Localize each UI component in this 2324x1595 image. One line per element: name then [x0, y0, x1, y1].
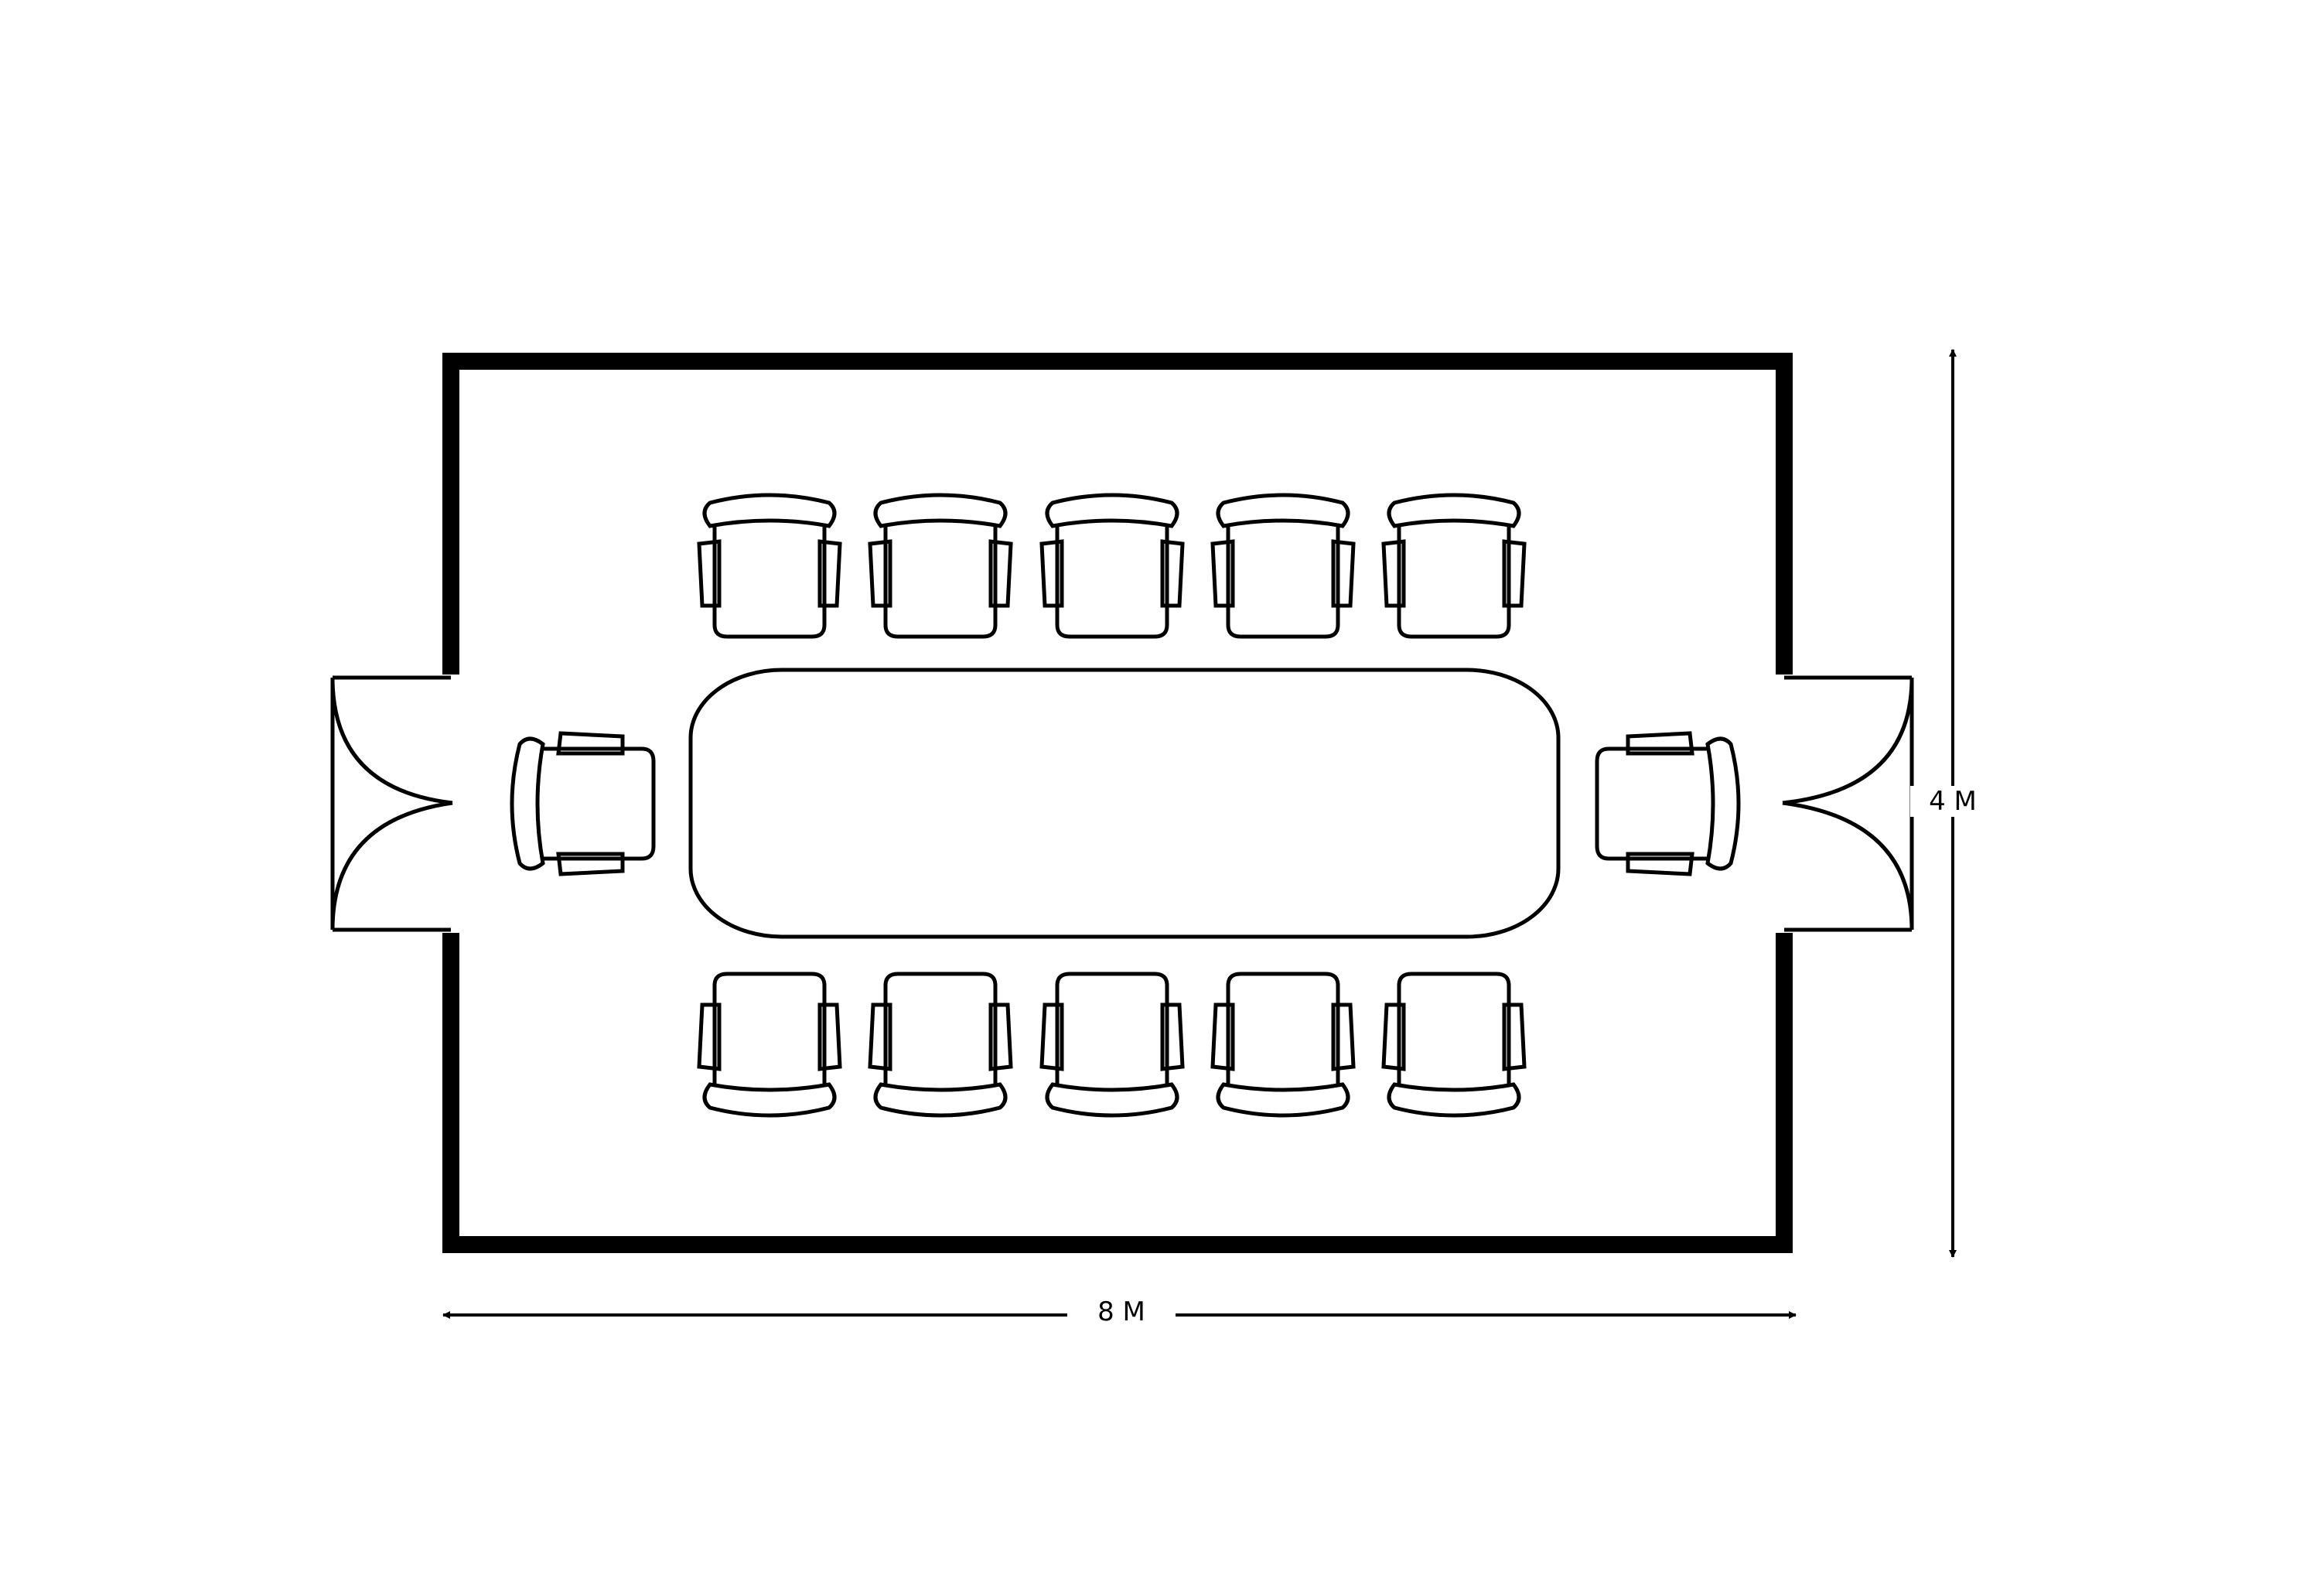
room-walls [442, 353, 1793, 1253]
chair-top-5 [1384, 495, 1524, 637]
chairs-bottom-row [699, 974, 1524, 1115]
chair-top-3 [1042, 495, 1182, 637]
left-door [330, 675, 453, 932]
chair-top-1 [699, 495, 840, 637]
chair-bottom-2 [870, 974, 1011, 1115]
chair-bottom-4 [1213, 974, 1353, 1115]
width-label: 8 M [1067, 1296, 1176, 1327]
height-label: 4 M [1910, 786, 1995, 817]
chair-bottom-5 [1384, 974, 1524, 1115]
chair-top-4 [1213, 495, 1353, 637]
chair-bottom-3 [1042, 974, 1182, 1115]
chair-bottom-1 [699, 974, 840, 1115]
chair-top-2 [870, 495, 1011, 637]
conference-table [688, 668, 1561, 939]
chair-right-end [1597, 733, 1739, 874]
right-door [1782, 675, 1914, 932]
chairs-top-row [699, 495, 1524, 637]
chair-left-end [512, 733, 654, 874]
